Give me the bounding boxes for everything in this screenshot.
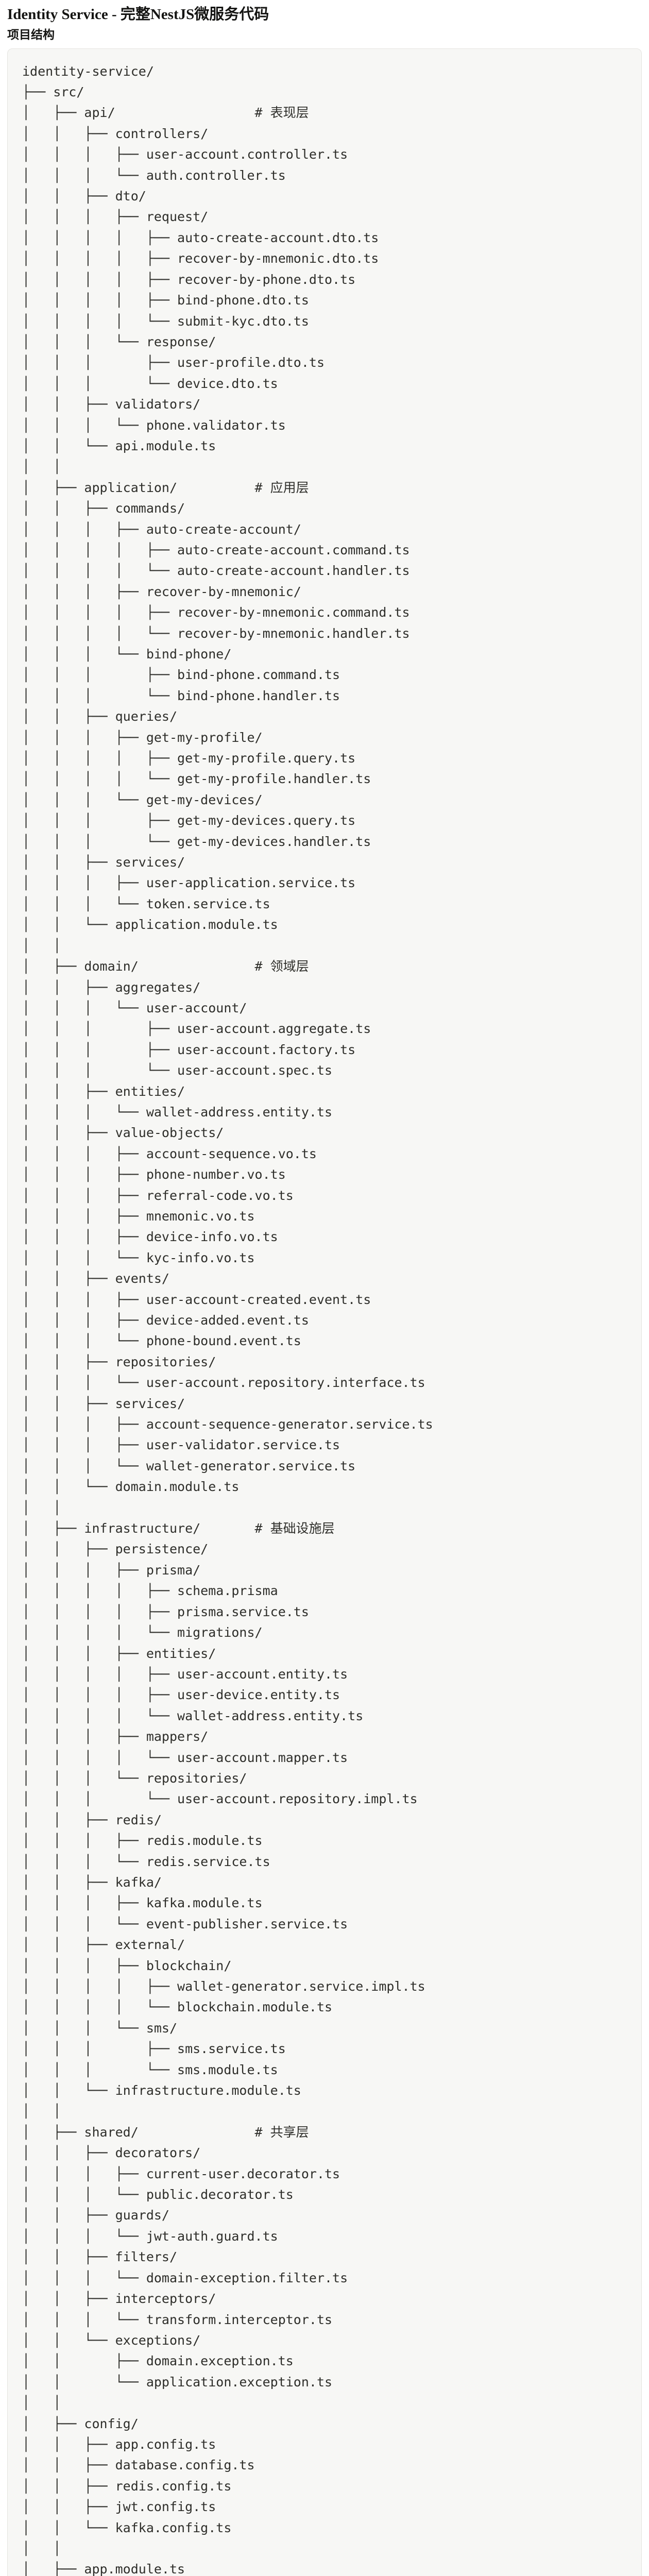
section-heading-project-structure: 项目结构	[7, 28, 55, 42]
project-structure-code-block: identity-service/ ├── src/ │ ├── api/ # …	[7, 48, 642, 2576]
project-file-tree: identity-service/ ├── src/ │ ├── api/ # …	[22, 63, 433, 2576]
page-title: Identity Service - 完整NestJS微服务代码	[7, 6, 269, 23]
